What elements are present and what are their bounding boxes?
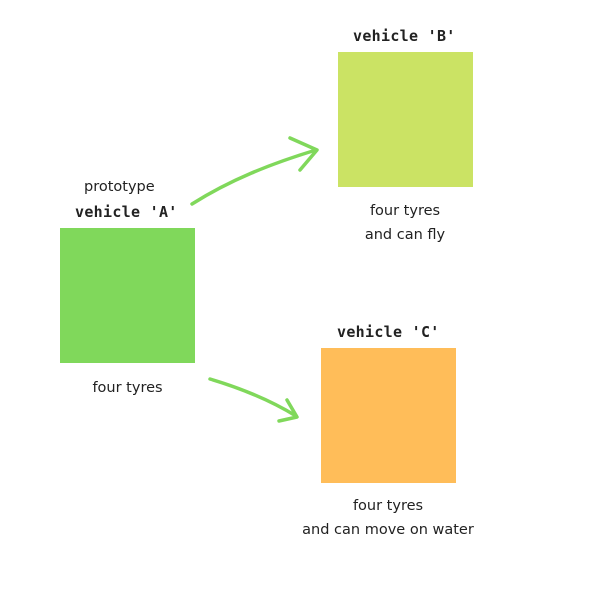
vehicle-a-box [60, 228, 195, 363]
arrow-a-to-c [208, 377, 298, 418]
vehicle-c-description-line1: four tyres [352, 498, 424, 514]
vehicle-b-description-line2: and can fly [364, 227, 446, 243]
arrow-a-to-c-head [277, 398, 299, 423]
vehicle-b-title: vehicle 'B' [353, 27, 456, 45]
vehicle-b-description-line1: four tyres [369, 203, 441, 219]
vehicle-b-box [338, 52, 473, 187]
vehicle-a-description: four tyres [92, 380, 163, 396]
arrow-a-to-b-head [288, 136, 319, 172]
vehicle-c-title: vehicle 'C' [337, 323, 440, 341]
prototype-label: prototype [84, 179, 155, 195]
vehicle-c-box [321, 348, 456, 483]
vehicle-c-description-line2: and can move on water [302, 522, 474, 538]
vehicle-a-title: vehicle 'A' [75, 203, 178, 221]
arrow-a-to-b [190, 148, 318, 206]
